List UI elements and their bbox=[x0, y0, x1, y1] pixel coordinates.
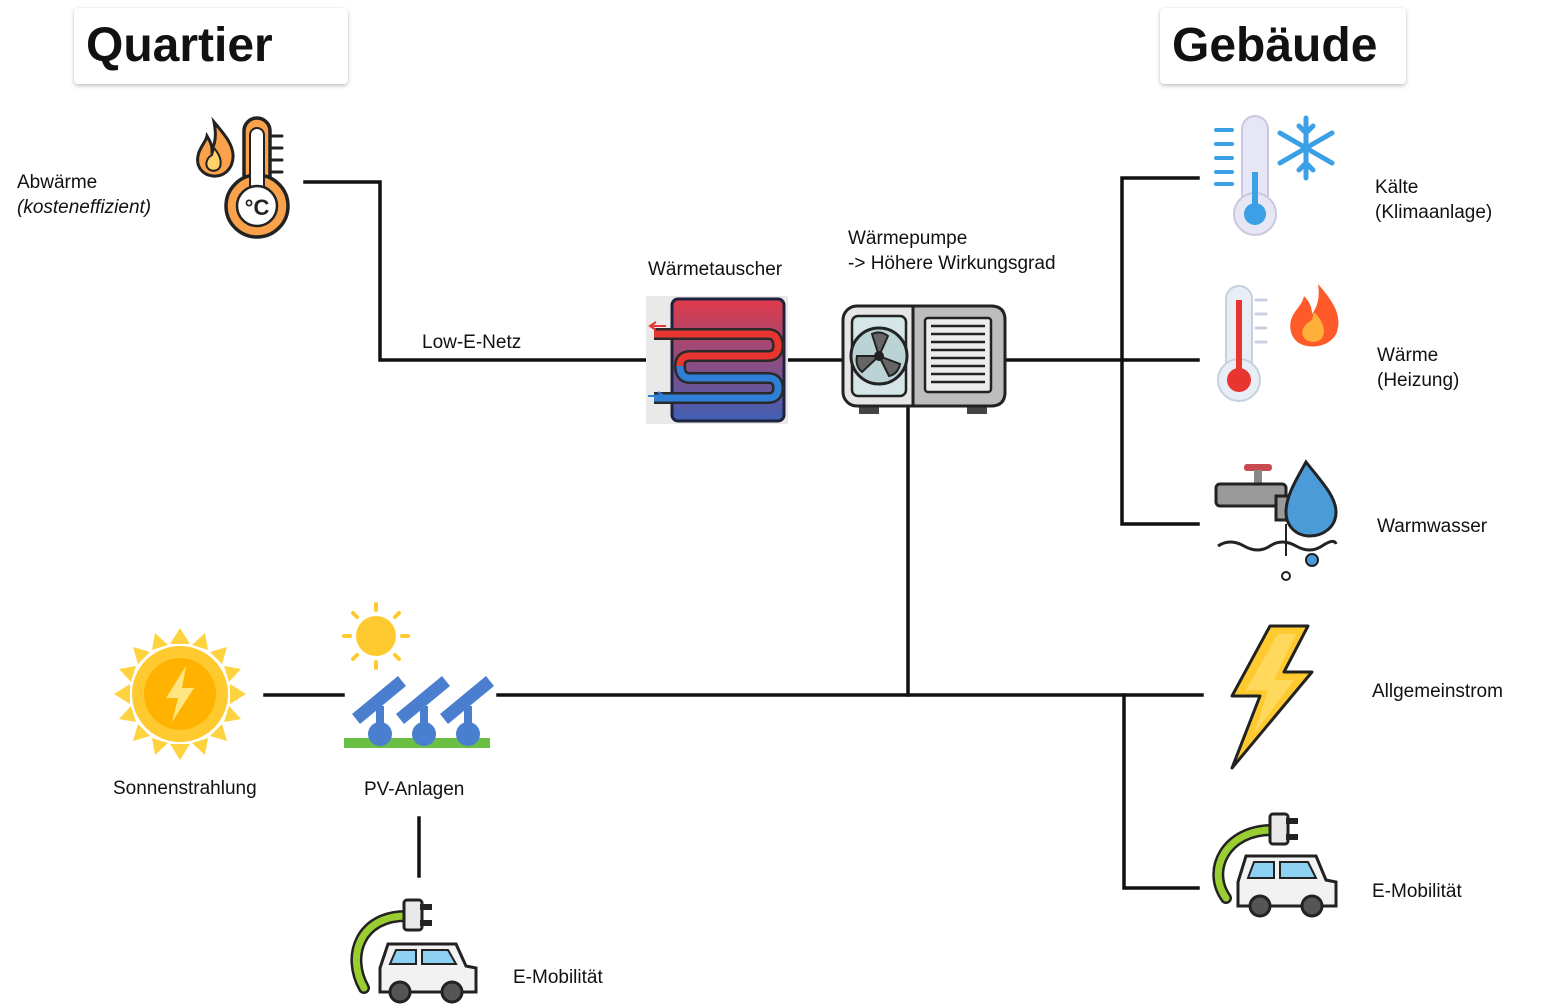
electric-car-icon-left bbox=[350, 898, 478, 1004]
thermometer-fire-icon bbox=[1217, 284, 1339, 402]
label-emobilitaet-right: E-Mobilität bbox=[1372, 881, 1462, 902]
heat-exchanger-icon bbox=[646, 296, 788, 424]
sun-bolt-icon bbox=[114, 628, 246, 760]
heat-pump-icon bbox=[841, 304, 1007, 414]
label-low-e-netz: Low-E-Netz bbox=[422, 332, 522, 353]
label-waermetauscher: Wärmetauscher bbox=[648, 259, 783, 280]
label-abwaerme-note: (kosteneffizient) bbox=[17, 197, 152, 218]
label-warmwasser: Warmwasser bbox=[1377, 516, 1488, 537]
label-waerme: Wärme (Heizung) bbox=[1377, 343, 1459, 393]
electric-car-icon-right bbox=[1212, 812, 1338, 918]
water-tap-drop-icon bbox=[1214, 459, 1338, 581]
label-abwaerme-title: Abwärme bbox=[17, 172, 98, 193]
line-strom-emob bbox=[1122, 693, 1200, 890]
label-waerme-title: Wärme bbox=[1377, 345, 1439, 366]
thermometer-flame-icon: °C bbox=[196, 116, 290, 239]
label-kaelte-title: Kälte bbox=[1375, 177, 1419, 198]
line-kaelte-warmwasser-bus bbox=[1120, 176, 1200, 526]
thermometer-snowflake-icon bbox=[1214, 115, 1335, 236]
label-waerme-note: (Heizung) bbox=[1377, 370, 1460, 391]
label-pv-anlagen: PV-Anlagen bbox=[364, 779, 465, 800]
solar-panels-icon bbox=[342, 602, 494, 748]
label-allgemeinstrom: Allgemeinstrom bbox=[1372, 681, 1503, 702]
heading-gebaeude: Gebäude bbox=[1160, 8, 1406, 84]
label-sonnenstrahlung: Sonnenstrahlung bbox=[113, 778, 257, 799]
label-waermepumpe: Wärmepumpe -> Höhere Wirkungsgrad bbox=[848, 226, 1056, 276]
label-waermepumpe-note: -> Höhere Wirkungsgrad bbox=[848, 253, 1056, 274]
connection-lines bbox=[263, 176, 1204, 890]
label-waermepumpe-title: Wärmepumpe bbox=[848, 228, 968, 249]
lightning-icon bbox=[1230, 624, 1314, 770]
label-emobilitaet-left: E-Mobilität bbox=[513, 967, 603, 988]
label-abwaerme: Abwärme (kosteneffizient) bbox=[17, 170, 151, 220]
heading-quartier: Quartier bbox=[74, 8, 348, 84]
label-kaelte: Kälte (Klimaanlage) bbox=[1375, 175, 1492, 225]
svg-text:°C: °C bbox=[245, 195, 270, 220]
line-abwaerme-netz bbox=[303, 180, 647, 362]
label-kaelte-note: (Klimaanlage) bbox=[1375, 202, 1493, 223]
